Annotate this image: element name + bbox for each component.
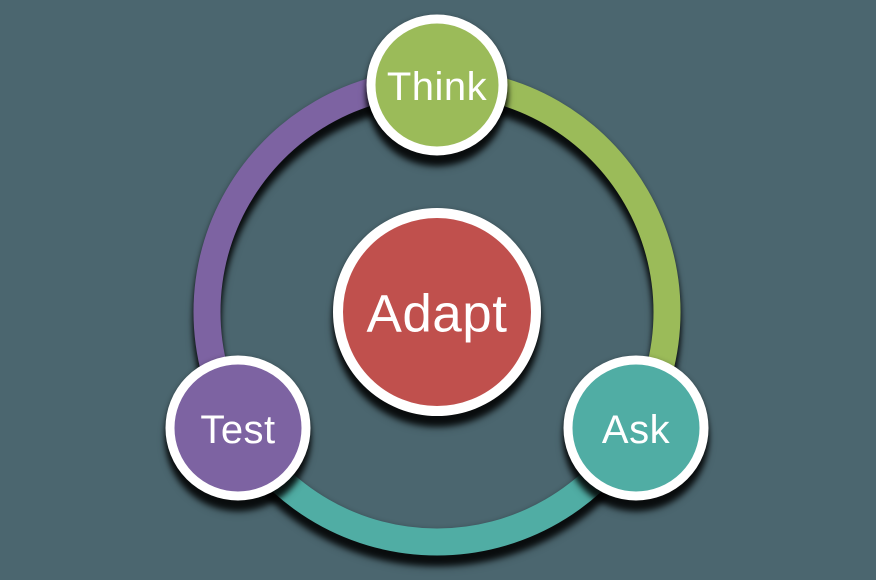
node-test-circle — [165, 355, 311, 501]
node-adapt — [333, 208, 541, 416]
node-ask — [563, 355, 709, 501]
node-think-label: Think — [387, 65, 488, 109]
node-think — [366, 14, 508, 156]
node-adapt-label: Adapt — [366, 285, 507, 344]
node-test-label: Test — [200, 408, 275, 452]
node-ask-circle — [563, 355, 709, 501]
node-ask-label: Ask — [602, 408, 671, 452]
node-think-circle — [366, 14, 508, 156]
ring-segment-test-to-think — [193, 68, 438, 434]
node-test — [165, 355, 311, 501]
ring-segment-think-to-ask — [436, 68, 681, 434]
node-adapt-circle — [333, 208, 541, 416]
